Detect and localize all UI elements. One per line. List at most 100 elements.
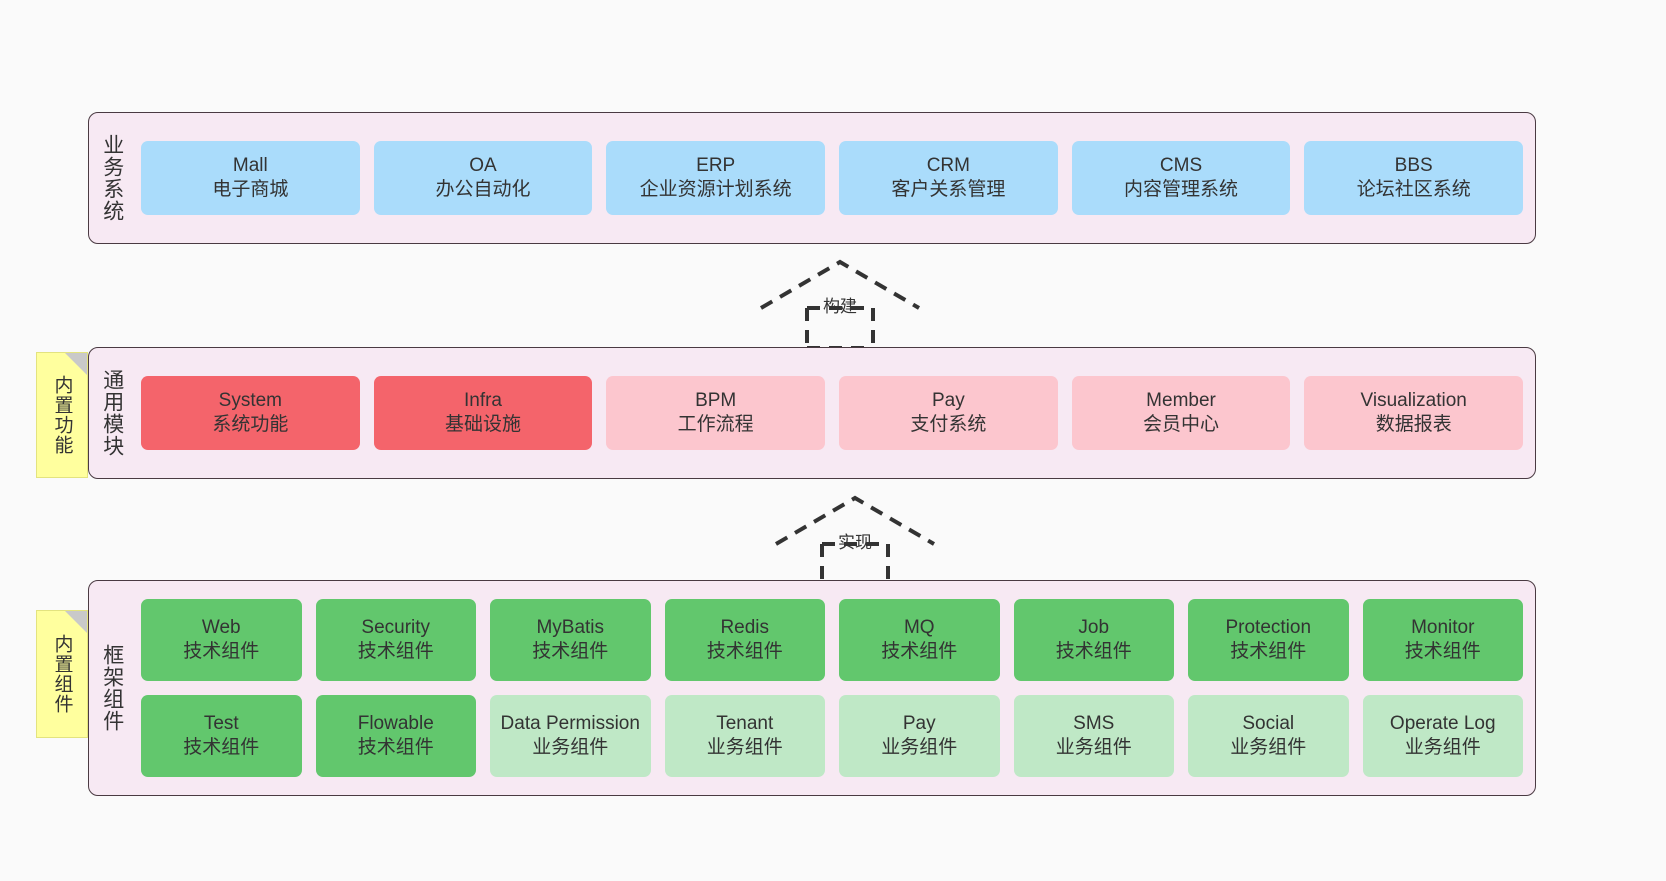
box-erp[interactable]: ERP 企业资源计划系统 [606,141,826,215]
box-title-cn: 技术组件 [183,641,260,662]
layer-business-system[interactable]: 业务系统 Mall 电子商城 OA 办公自动化 ERP 企业资源计划系统 CRM… [88,112,1536,244]
layer-body-framework-component: Web 技术组件 Security 技术组件 MyBatis 技术组件 Redi… [135,581,1535,795]
layer-body-common-module: System 系统功能 Infra 基础设施 BPM 工作流程 Pay 支付系统… [135,348,1535,478]
box-data-permission[interactable]: Data Permission 业务组件 [490,695,651,777]
box-title-en: CRM [926,155,970,177]
box-title-cn: 技术组件 [183,737,260,758]
box-title-cn: 技术组件 [357,737,434,758]
box-flowable[interactable]: Flowable 技术组件 [315,695,476,777]
box-title-en: Operate Log [1389,713,1496,735]
box-title-en: Social [1242,713,1295,735]
sticky-note-label: 内置功能 [51,375,73,455]
box-title-en: Protection [1225,617,1312,639]
box-system[interactable]: System 系统功能 [141,376,360,450]
box-member[interactable]: Member 会员中心 [1071,376,1291,450]
box-title-cn: 论坛社区系统 [1356,179,1471,200]
layer-title-business-system: 业务系统 [100,134,124,222]
layer-framework-component[interactable]: 框架组件 Web 技术组件 Security 技术组件 MyBatis 技术组件… [88,580,1536,796]
box-title-cn: 支付系统 [910,414,987,435]
box-redis[interactable]: Redis 技术组件 [664,599,825,681]
box-title-en: CMS [1159,155,1203,177]
box-title-cn: 客户关系管理 [891,179,1006,200]
box-title-en: Redis [720,617,770,639]
connector-realize-arrow: 实现 [770,492,940,586]
box-cms[interactable]: CMS 内容管理系统 [1071,141,1291,215]
box-mq[interactable]: MQ 技术组件 [839,599,1000,681]
box-title-en: Web [201,617,241,639]
box-web[interactable]: Web 技术组件 [141,599,302,681]
box-title-cn: 技术组件 [357,641,434,662]
box-title-en: Mall [232,155,268,177]
box-pay-business[interactable]: Pay 业务组件 [839,695,1000,777]
box-title-cn: 数据报表 [1375,414,1452,435]
sticky-note-builtin-function[interactable]: 内置功能 [36,352,88,478]
box-title-en: Tenant [716,713,774,735]
box-title-en: System [218,390,283,412]
box-title-cn: 基础设施 [445,414,522,435]
box-title-en: Visualization [1360,390,1467,412]
box-monitor[interactable]: Monitor 技术组件 [1362,599,1523,681]
layer-row: Test 技术组件 Flowable 技术组件 Data Permission … [141,695,1523,777]
layer-row: Mall 电子商城 OA 办公自动化 ERP 企业资源计划系统 CRM 客户关系… [141,141,1524,215]
box-title-en: Monitor [1411,617,1475,639]
layer-row: System 系统功能 Infra 基础设施 BPM 工作流程 Pay 支付系统… [141,376,1524,450]
box-title-cn: 业务组件 [1404,737,1481,758]
box-oa[interactable]: OA 办公自动化 [373,141,593,215]
sticky-note-label: 内置组件 [51,634,73,714]
box-title-cn: 业务组件 [1055,737,1132,758]
box-title-en: Pay [902,713,936,735]
box-security[interactable]: Security 技术组件 [315,599,476,681]
box-title-en: OA [469,155,497,177]
box-title-cn: 业务组件 [881,737,958,758]
box-mybatis[interactable]: MyBatis 技术组件 [490,599,651,681]
box-title-cn: 业务组件 [532,737,609,758]
box-mall[interactable]: Mall 电子商城 [141,141,360,215]
box-social[interactable]: Social 业务组件 [1188,695,1349,777]
box-title-cn: 工作流程 [677,414,754,435]
box-title-en: Pay [931,390,965,412]
box-bpm[interactable]: BPM 工作流程 [606,376,826,450]
box-title-en: Test [203,713,239,735]
box-title-cn: 企业资源计划系统 [639,179,792,200]
layer-title-framework-component: 框架组件 [100,644,124,732]
box-infra[interactable]: Infra 基础设施 [373,376,593,450]
box-visualization[interactable]: Visualization 数据报表 [1304,376,1524,450]
box-title-en: SMS [1073,713,1115,735]
box-title-en: ERP [696,155,736,177]
box-title-cn: 技术组件 [706,641,783,662]
box-sms[interactable]: SMS 业务组件 [1013,695,1174,777]
box-title-en: Flowable [357,713,434,735]
box-title-cn: 技术组件 [1404,641,1481,662]
box-title-en: Infra [463,390,503,412]
box-crm[interactable]: CRM 客户关系管理 [839,141,1058,215]
box-title-cn: 会员中心 [1143,414,1220,435]
box-title-cn: 系统功能 [212,414,289,435]
sticky-note-builtin-component[interactable]: 内置组件 [36,610,88,738]
box-title-cn: 技术组件 [532,641,609,662]
box-operate-log[interactable]: Operate Log 业务组件 [1362,695,1523,777]
connector-build-arrow: 构建 [755,256,925,350]
box-title-cn: 办公自动化 [435,179,531,200]
box-bbs[interactable]: BBS 论坛社区系统 [1304,141,1524,215]
layer-body-business-system: Mall 电子商城 OA 办公自动化 ERP 企业资源计划系统 CRM 客户关系… [135,113,1535,243]
box-title-en: BBS [1394,155,1433,177]
layer-common-module[interactable]: 通用模块 System 系统功能 Infra 基础设施 BPM 工作流程 Pay… [88,347,1536,479]
box-title-cn: 业务组件 [1230,737,1307,758]
box-title-en: Data Permission [500,713,640,735]
box-pay[interactable]: Pay 支付系统 [839,376,1058,450]
box-title-cn: 技术组件 [1055,641,1132,662]
box-title-en: BPM [695,390,737,412]
box-tenant[interactable]: Tenant 业务组件 [664,695,825,777]
box-job[interactable]: Job 技术组件 [1013,599,1174,681]
box-title-en: Security [361,617,431,639]
box-title-en: Job [1078,617,1110,639]
box-title-en: Member [1146,390,1216,412]
box-title-cn: 业务组件 [706,737,783,758]
box-title-cn: 技术组件 [881,641,958,662]
box-test[interactable]: Test 技术组件 [141,695,302,777]
box-title-cn: 技术组件 [1230,641,1307,662]
box-title-cn: 内容管理系统 [1124,179,1239,200]
layer-title-common-module: 通用模块 [100,369,124,457]
box-protection[interactable]: Protection 技术组件 [1188,599,1349,681]
